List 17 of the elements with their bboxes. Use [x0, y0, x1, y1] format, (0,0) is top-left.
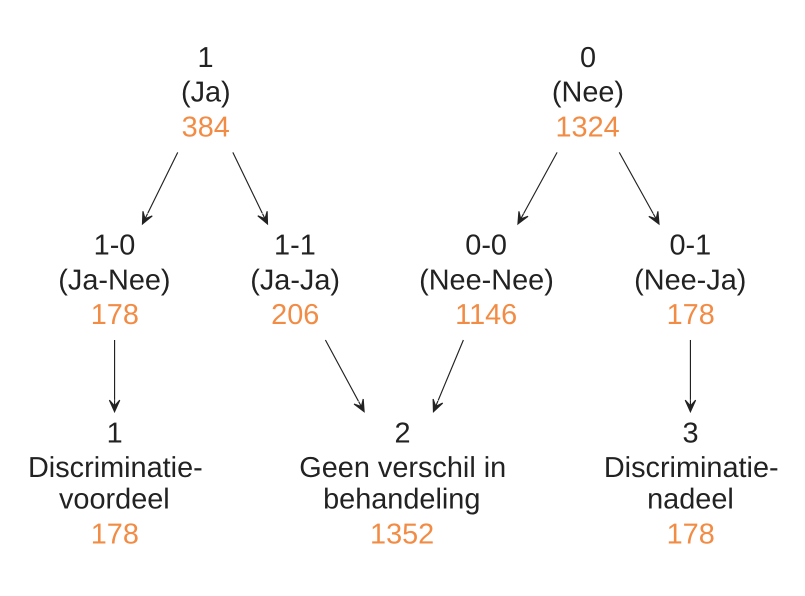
node-text: 0-0 (Nee-Nee) 1146: [419, 230, 554, 331]
node-text: 1-0 (Ja-Nee) 178: [58, 230, 171, 331]
arrow: [108, 340, 120, 412]
arrow: [618, 152, 660, 225]
node-text: 0 (Nee) 1324: [552, 42, 624, 144]
arrow: [432, 340, 464, 412]
node-text: 1 Discriminatie- voordeel 178: [28, 417, 203, 550]
node-text: 2 Geen verschil in behandeling 1352: [299, 417, 506, 550]
arrow: [324, 340, 365, 412]
node-text: 0-1 (Nee-Ja) 178: [634, 230, 746, 331]
node-text: 3 Discriminatie- nadeel 178: [604, 417, 779, 550]
arrow: [232, 152, 268, 225]
arrow: [684, 340, 696, 412]
arrow: [517, 152, 558, 225]
node-text: 1-1 (Ja-Ja) 206: [250, 230, 340, 331]
node-text: 1 (Ja) 384: [180, 42, 231, 144]
arrow: [142, 152, 178, 225]
